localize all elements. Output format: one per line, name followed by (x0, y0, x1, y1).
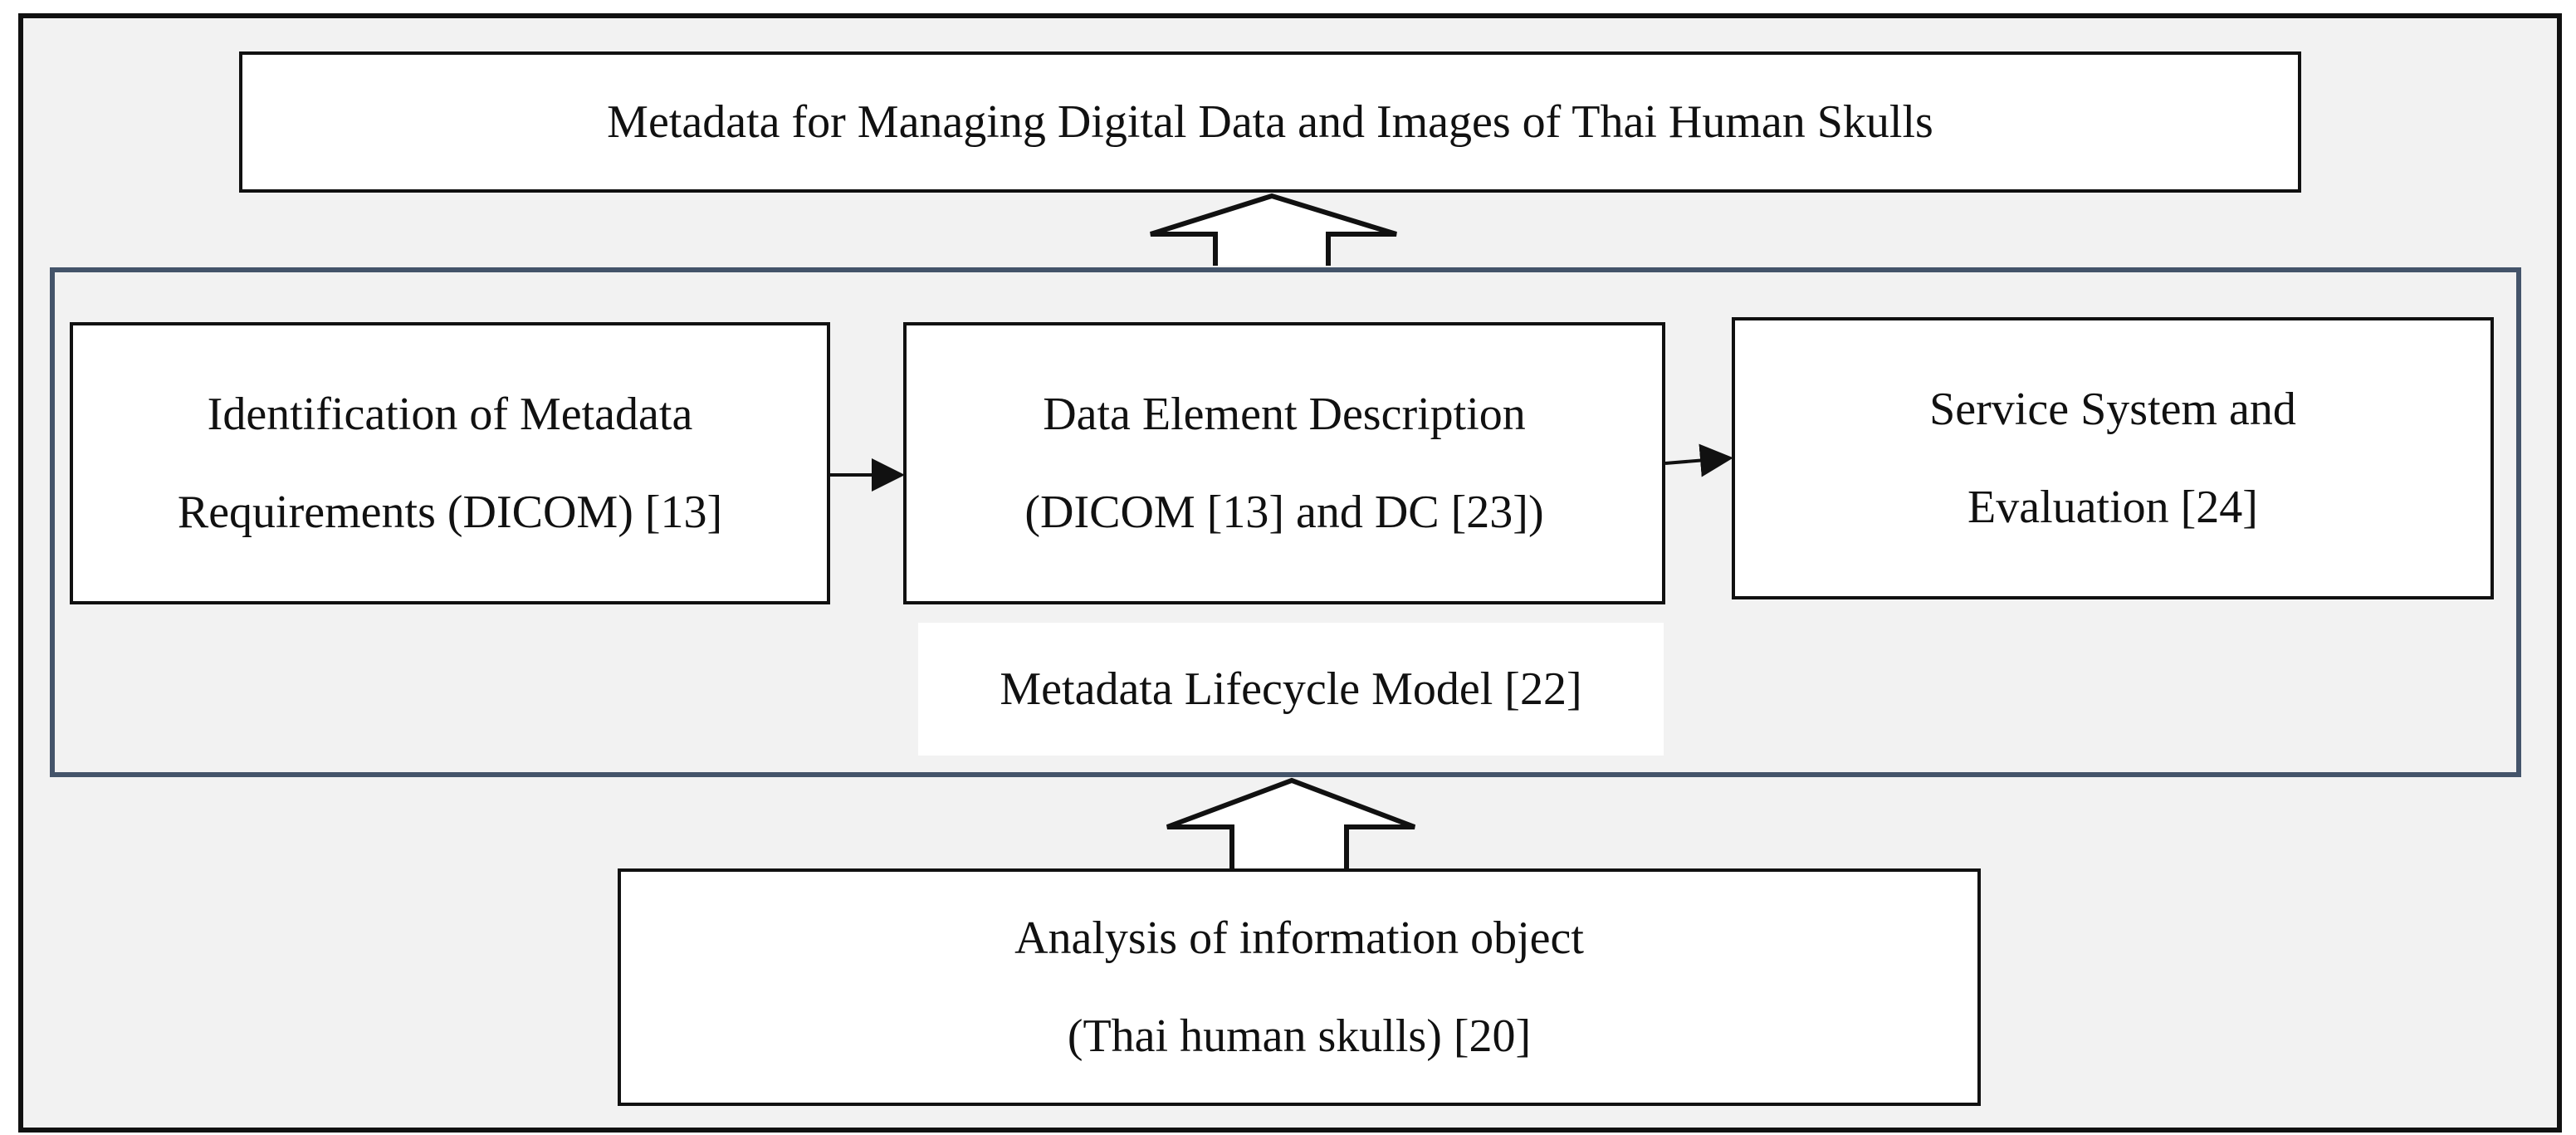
step-box-line: Identification of Metadata (207, 389, 693, 440)
output-box: Metadata for Managing Digital Data and I… (239, 51, 2301, 193)
input-box-line: Analysis of information object (1014, 912, 1584, 964)
step-box-service-system: Service System and Evaluation [24] (1732, 317, 2494, 599)
lifecycle-model-label-text: Metadata Lifecycle Model [22] (1000, 663, 1582, 715)
step-box-data-element-description: Data Element Description (DICOM [13] and… (903, 322, 1665, 604)
lifecycle-model-container (50, 267, 2521, 777)
step-box-line: Requirements (DICOM) [13] (177, 487, 723, 538)
step-box-line: (DICOM [13] and DC [23]) (1024, 487, 1544, 538)
step-box-line: Evaluation [24] (1967, 482, 2258, 533)
lifecycle-model-label: Metadata Lifecycle Model [22] (918, 623, 1664, 756)
step-box-identification: Identification of Metadata Requirements … (70, 322, 830, 604)
input-box: Analysis of information object (Thai hum… (618, 868, 1981, 1106)
step-box-line: Data Element Description (1043, 389, 1526, 440)
input-box-line: (Thai human skulls) [20] (1067, 1010, 1532, 1062)
output-box-text: Metadata for Managing Digital Data and I… (607, 96, 1933, 148)
step-box-line: Service System and (1929, 384, 2296, 435)
